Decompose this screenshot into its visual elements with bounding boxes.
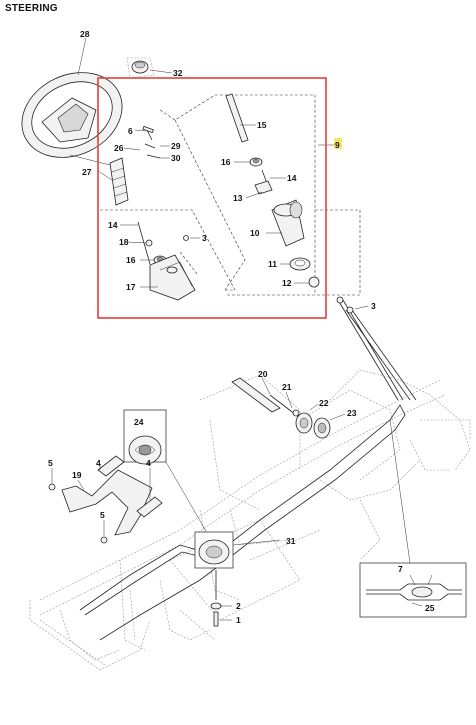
steering-cap	[126, 57, 173, 79]
callout-6: 6	[128, 126, 133, 136]
highlight-frame	[97, 77, 327, 319]
callout-15: 15	[257, 120, 267, 130]
steering-pivot-assembly	[120, 221, 200, 301]
callout-1: 1	[236, 615, 241, 625]
callout-7: 7	[398, 564, 403, 574]
callout-5-right: 5	[100, 510, 105, 520]
callout-5-left: 5	[48, 458, 53, 468]
steering-pulley	[194, 531, 281, 627]
callout-32: 32	[173, 68, 183, 78]
callout-30: 30	[171, 153, 181, 163]
detail-inset-pulley	[123, 409, 211, 539]
highlight-marker	[334, 138, 342, 149]
callout-12: 12	[282, 278, 292, 288]
callout-18: 18	[119, 237, 129, 247]
callout-28: 28	[80, 29, 90, 39]
callout-11: 11	[268, 259, 277, 269]
callout-21: 21	[282, 382, 292, 392]
callout-27: 27	[82, 167, 92, 177]
callout-16-right: 16	[221, 157, 231, 167]
callout-25: 25	[425, 603, 435, 613]
drag-link-rods	[336, 296, 417, 401]
page-title: STEERING	[5, 3, 58, 14]
callout-4-right: 4	[146, 458, 151, 468]
callout-22: 22	[319, 398, 329, 408]
callout-24: 24	[134, 417, 144, 427]
callout-10: 10	[250, 228, 260, 238]
callout-9: 9	[335, 140, 340, 150]
callout-26: 26	[114, 143, 124, 153]
steering-cable	[79, 404, 406, 641]
callout-20: 20	[258, 369, 268, 379]
steering-bracket	[48, 455, 163, 544]
callout-4-left: 4	[96, 458, 101, 468]
callout-14-left: 14	[108, 220, 118, 230]
callout-16-left: 16	[126, 255, 136, 265]
callout-3-upper: 3	[202, 233, 207, 243]
pinion-gear-set	[231, 377, 346, 439]
callout-17: 17	[126, 282, 136, 292]
callout-2: 2	[236, 601, 241, 611]
callout-31: 31	[286, 536, 296, 546]
callout-13: 13	[233, 193, 243, 203]
detail-inset-cable-clamp	[359, 419, 467, 618]
steering-shaft-upper	[97, 125, 170, 206]
callout-14-right: 14	[287, 173, 297, 183]
callout-29: 29	[171, 141, 181, 151]
steering-column-assembly	[225, 93, 320, 288]
callout-19: 19	[72, 470, 82, 480]
part-callouts: 28 32 6 26 29 30 27 14 18 16 3 17 15 16 …	[48, 29, 435, 625]
callout-23: 23	[347, 408, 357, 418]
mower-chassis	[29, 369, 471, 671]
steering-wheel	[21, 72, 123, 166]
callout-3-lower: 3	[371, 301, 376, 311]
